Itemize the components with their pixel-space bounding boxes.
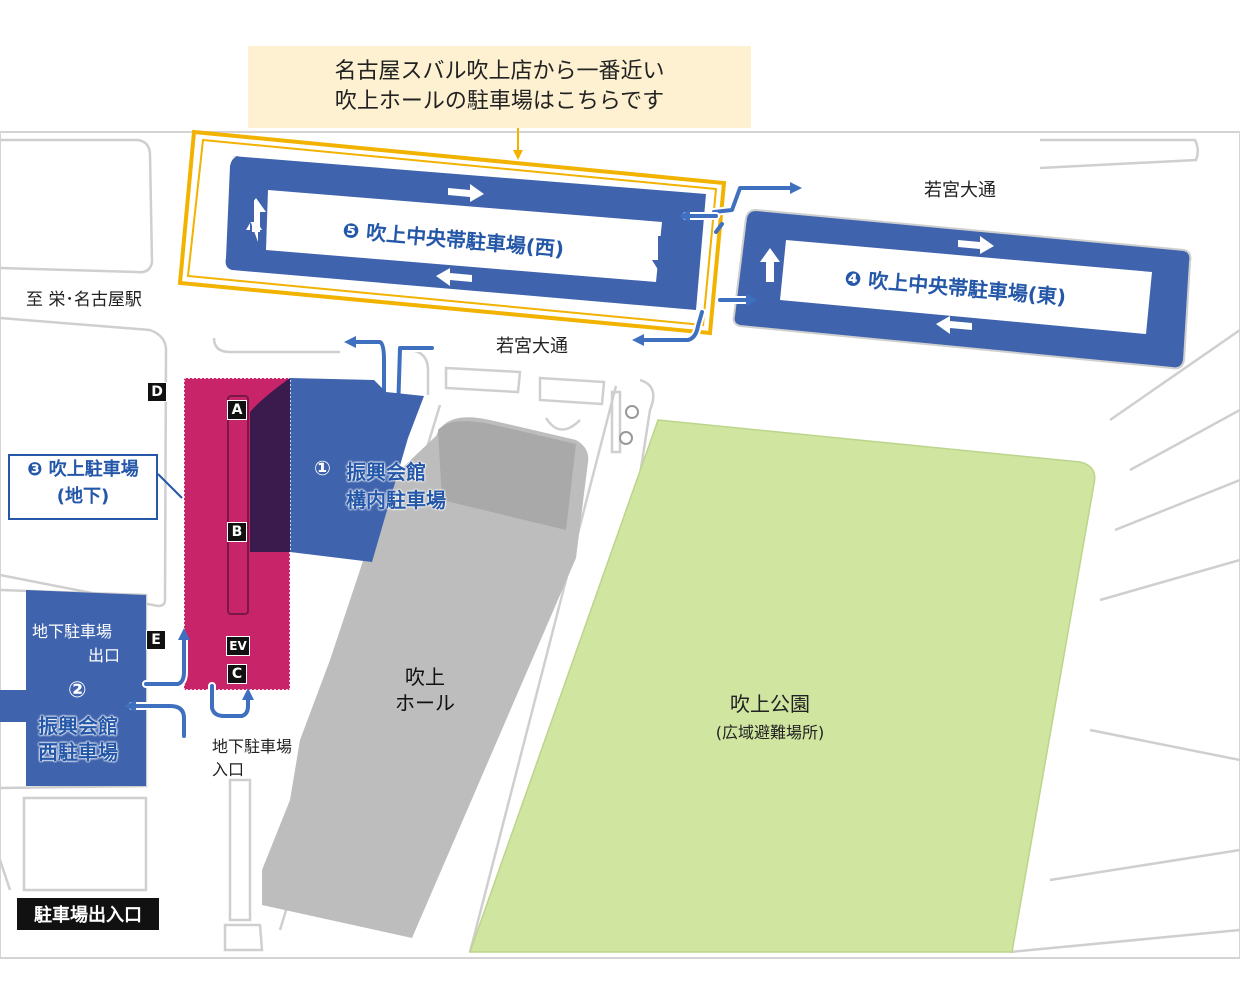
parking-entrance-label: 駐車場出入口 [17, 898, 159, 930]
underground-ramp [227, 395, 249, 615]
street-label-wakamiya-north: 若宮大通 [924, 180, 996, 201]
direction-label-station: 至 栄･名古屋駅 [26, 290, 142, 310]
hall-label: 吹上 ホール [380, 664, 470, 716]
lot-inner-arrows [246, 200, 1172, 322]
underground-exit-label-line2: 出口 [88, 646, 121, 665]
callout-line2: 吹上ホールの駐車場はこちらです [334, 89, 665, 114]
park-name: 吹上公園 [730, 692, 810, 716]
underground-exit-label-line1: 地下駐車場 [32, 622, 113, 641]
lot3-name-line2: (地下) [56, 486, 110, 507]
lot2-name-line2: 西駐車場 [38, 740, 118, 764]
marker-e: E [146, 630, 166, 650]
fukiage-hall-building [262, 417, 589, 938]
marker-b: B [227, 522, 247, 542]
underground-entrance-label-line1: 地下駐車場 [212, 737, 293, 756]
road-arrows [350, 184, 796, 416]
street-label-wakamiya-south: 若宮大通 [496, 336, 568, 357]
lot3-pointer [157, 473, 183, 499]
hall-label-line2: ホール [395, 691, 455, 715]
lot4-number: ❹ [843, 265, 863, 292]
lot3-name-line1: ❸ 吹上駐車場 [27, 459, 139, 480]
hall-label-line1: 吹上 [405, 665, 445, 689]
lot1-name-line1: 振興会館 [346, 460, 426, 484]
fukiage-park [468, 419, 1096, 953]
lot5-highlight-frame-inner [186, 138, 718, 327]
lot5-west-parking [225, 156, 706, 310]
marker-d: D [147, 382, 167, 402]
underground-arrows [128, 636, 252, 740]
underground-arrowheads [124, 628, 254, 712]
lot3-label-box: ❸ 吹上駐車場 (地下) [8, 454, 158, 520]
marker-c: C [227, 664, 247, 684]
lot-overlap-area [250, 378, 290, 552]
callout-pointer-head [513, 150, 523, 160]
lot2-number: ② [68, 678, 87, 703]
city-blocks [0, 138, 1240, 954]
park-subtitle: (広域避難場所) [715, 723, 825, 742]
nearest-parking-callout: 名古屋スバル吹上店から一番近い 吹上ホールの駐車場はこちらです [248, 46, 751, 128]
lot5-highlight-frame [177, 129, 727, 336]
lot4-east-parking [732, 208, 1192, 370]
lot1-shinkokaikan-parking [290, 378, 424, 562]
lot2-west-parking [0, 590, 146, 786]
park-label: 吹上公園 (広域避難場所) [690, 688, 850, 743]
landmark-circle [625, 405, 639, 419]
lot5-number: ❺ [341, 217, 361, 244]
callout-line1: 名古屋スバル吹上店から一番近い [334, 59, 665, 84]
lot1-name-line2: 構内駐車場 [346, 488, 446, 512]
landmark-circle [619, 431, 633, 445]
marker-ev: EV [226, 636, 250, 656]
marker-a: A [227, 400, 247, 420]
lot1-number: ① [314, 456, 331, 480]
underground-entrance-label-line2: 入口 [212, 760, 245, 779]
lot2-name-line1: 振興会館 [38, 714, 118, 738]
